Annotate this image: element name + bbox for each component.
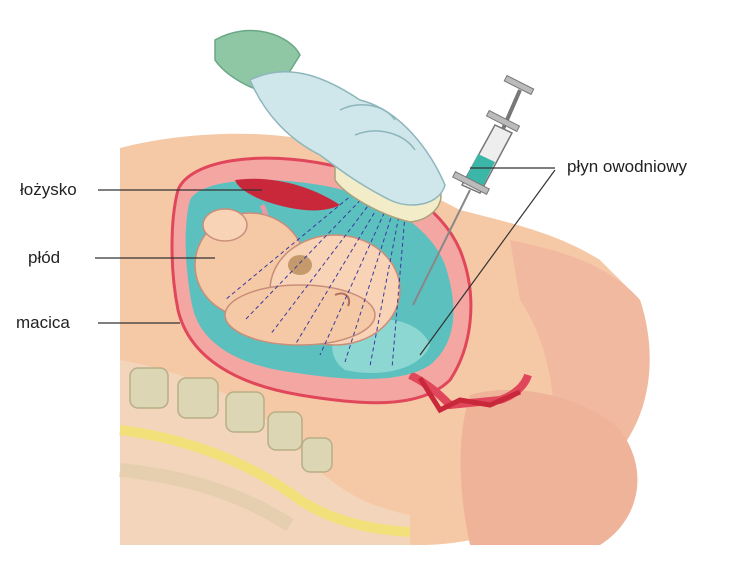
label-placenta: łożysko [20, 180, 77, 200]
label-fetus: płód [28, 248, 60, 268]
label-uterus: macica [16, 313, 70, 333]
label-amniotic-fluid: płyn owodniowy [567, 157, 687, 177]
